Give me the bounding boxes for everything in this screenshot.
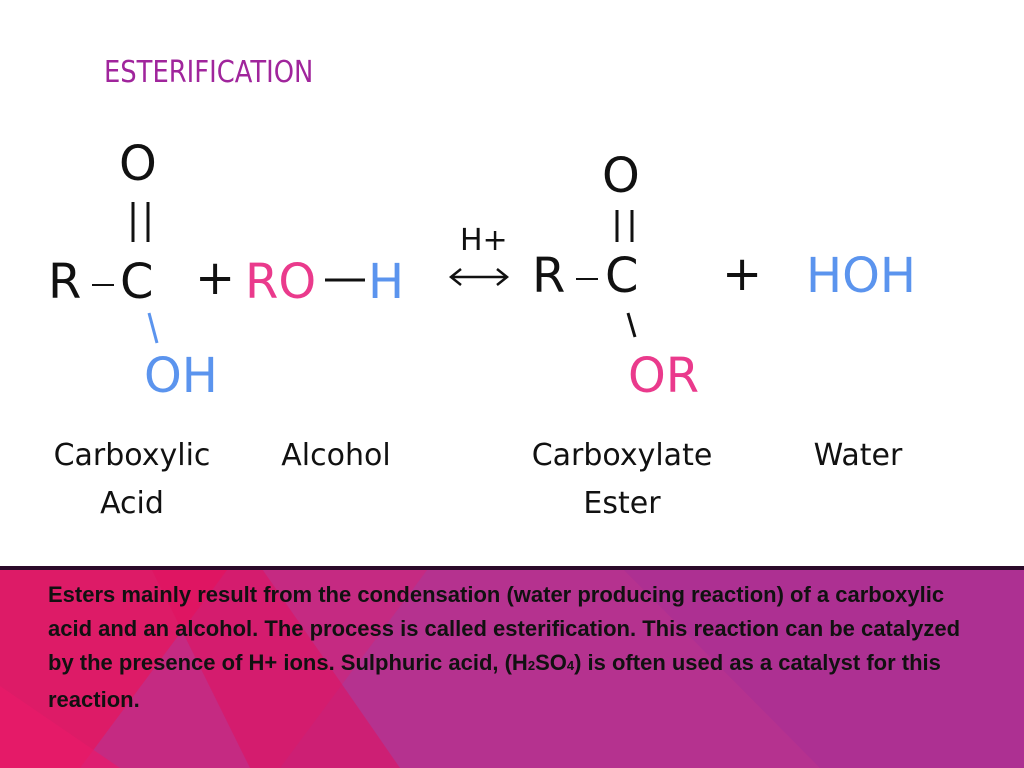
plus-sign-1: +: [195, 250, 236, 306]
label-carboxylic-acid: Carboxylic Acid: [40, 432, 224, 528]
alcohol-hydrogen: H: [368, 254, 405, 310]
label-alcohol: Alcohol: [281, 438, 391, 473]
decorative-band: [0, 566, 1024, 768]
label-carboxylate-ester-line1: Carboxylate: [531, 438, 713, 473]
slide-title: ESTERIFICATION: [104, 55, 314, 90]
description-text-3: ) is often used as a catalyst for this r…: [48, 650, 941, 712]
label-carboxylate-ester: Carboxylate Ester: [518, 432, 726, 528]
subscript-2: 2: [527, 658, 536, 673]
label-carboxylic-acid-line2: Acid: [100, 486, 164, 521]
water-formula: HOH: [806, 248, 916, 304]
equilibrium-arrow-icon: [448, 268, 510, 286]
ester-double-bond: [615, 210, 634, 242]
description-text-1: Esters mainly result from the condensati…: [48, 582, 961, 675]
alcohol-ro: RO: [245, 254, 317, 310]
ester-c-or-bond: [626, 312, 637, 338]
ester-carbon: C: [605, 248, 639, 304]
acid-r-group: R: [48, 254, 82, 310]
acid-hydroxyl: OH: [144, 348, 218, 404]
alcohol-o-h-bond: [325, 278, 365, 282]
acid-carbonyl-oxygen: O: [119, 136, 157, 192]
acid-double-bond: [131, 202, 150, 242]
ester-carbonyl-oxygen: O: [602, 148, 640, 204]
catalyst-label: H+: [460, 223, 508, 258]
ester-alkoxy-group: OR: [628, 348, 700, 404]
description-paragraph: Esters mainly result from the condensati…: [48, 578, 988, 717]
acid-r-c-bond: [92, 284, 114, 286]
ester-r-group: R: [532, 248, 566, 304]
label-carboxylic-acid-line1: Carboxylic: [53, 438, 211, 473]
label-carboxylate-ester-line2: Ester: [583, 486, 661, 521]
plus-sign-2: +: [722, 246, 763, 302]
acid-carbon: C: [120, 254, 154, 310]
subscript-4: 4: [566, 658, 575, 673]
acid-c-oh-bond: [147, 312, 159, 344]
ester-r-c-bond: [576, 278, 598, 280]
label-water: Water: [813, 438, 903, 473]
description-text-2: SO: [535, 650, 567, 675]
